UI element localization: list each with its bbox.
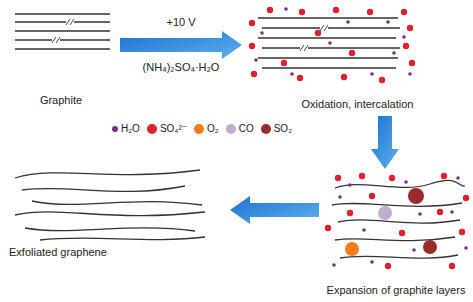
legend-item: SO₂ [261,123,292,134]
process-arrow [371,116,399,169]
stage-box: Graphite [5,5,117,109]
stage-box: Oxidation, intercalation [245,5,470,113]
stage-label: Exfoliated graphene [9,246,107,259]
legend-text: O₂ [207,123,219,134]
stage-box: Exfoliated graphene [5,160,227,261]
legend-text: SO₂ [274,123,292,134]
water-molecules [254,7,412,76]
legend-swatch [194,124,204,134]
legend-text: H₂O [121,123,140,134]
legend-swatch [226,124,236,134]
intercalated-layers [258,18,400,68]
legend-item: CO [226,123,254,134]
electrolyte-label: (NH₄)₂SO₄·H₂O [143,61,220,74]
legend-item: O₂ [194,123,219,134]
legend-swatch [147,124,157,134]
stage-label: Oxidation, intercalation [302,98,414,111]
legend-swatch [112,126,118,132]
voltage-label: +10 V [166,16,195,29]
stage-label: Graphite [40,94,82,107]
legend-text: SO₄²⁻ [160,123,187,134]
water-molecules [332,176,468,267]
sulfate-ions [325,173,469,269]
legend-item: SO₄²⁻ [147,123,187,134]
expanded-layers [332,180,465,258]
legend-item: H₂O [112,123,140,134]
legend: H₂O SO₄²⁻ O₂ CO SO₂ [112,123,292,134]
process-arrow [230,196,319,224]
gas-bubbles [345,188,437,256]
stage-label: Expansion of graphite layers [327,284,466,297]
sulfate-ions [249,7,415,83]
graphite-layers [15,14,110,49]
legend-swatch [261,124,271,134]
stage-box: Expansion of graphite layers [322,172,470,299]
legend-text: CO [239,123,254,134]
process-arrow [120,31,242,59]
graphene-sheets [15,170,205,240]
